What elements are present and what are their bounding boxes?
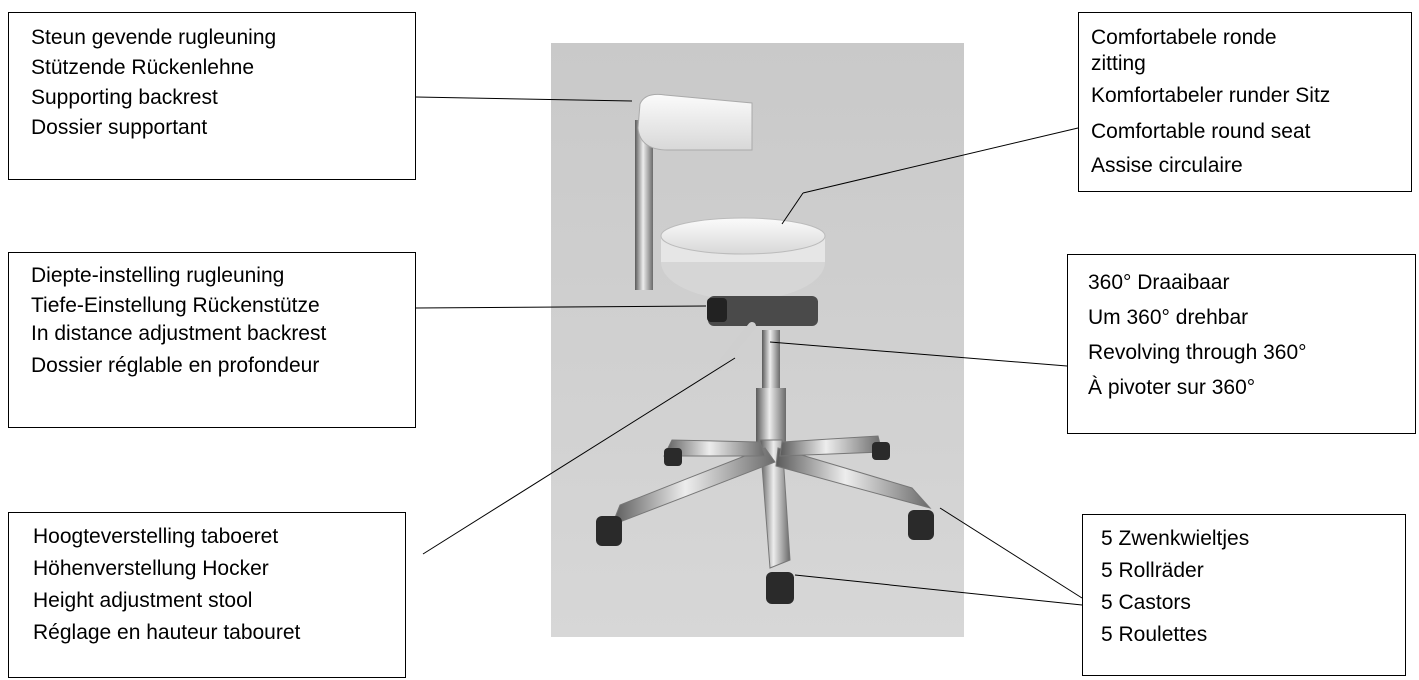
leader-castor-front [794,574,1083,606]
leader-depth [415,305,707,309]
callout-text-nl: 360° Draaibaar [1088,271,1230,294]
callout-text-de: 5 Rollräder [1101,559,1204,582]
callout-height-adjustment: Hoogteverstelling taboeret Höhenverstell… [8,512,406,678]
callout-castors: 5 Zwenkwieltjes 5 Rollräder 5 Castors 5 … [1082,514,1406,676]
callout-text-nl: Hoogteverstelling taboeret [33,525,279,548]
callout-seat: Comfortabele ronde zitting Komfortabeler… [1078,12,1412,192]
backrest-pad [637,93,753,151]
depth-knob [707,298,727,322]
leader-backrest [415,96,633,102]
callout-text-fr: Réglage en hauteur tabouret [33,621,301,644]
callout-text-fr: À pivoter sur 360° [1088,376,1256,399]
callout-text-de: Komfortabeler runder Sitz [1091,84,1331,107]
leader-castor-right [939,507,1083,599]
callout-text-nl: Diepte-instelling rugleuning [31,264,285,287]
height-lever [714,322,756,372]
callout-text-en: Comfortable round seat [1091,120,1311,143]
callout-text-en: Revolving through 360° [1088,341,1307,364]
callout-text-en: 5 Castors [1101,591,1191,614]
leader-height [422,357,736,555]
callout-text-de: Stützende Rückenlehne [31,56,254,79]
callout-text-en: In distance adjustment backrest [31,322,327,345]
callout-text-nl: Steun gevende rugleuning [31,26,277,49]
callout-text-de: Höhenverstellung Hocker [33,557,269,580]
callout-text-fr: Assise circulaire [1091,154,1243,177]
callout-text-de: Um 360° drehbar [1088,306,1249,329]
seat-mechanism [708,296,818,326]
callout-text-de: Tiefe-Einstellung Rückenstütze [31,294,320,317]
backrest-upright [635,120,653,290]
callout-depth-adjustment: Diepte-instelling rugleuning Tiefe-Einst… [8,252,416,428]
leader-lines [415,96,1083,606]
callout-swivel: 360° Draaibaar Um 360° drehbar Revolving… [1067,254,1416,434]
leader-swivel [769,341,1068,367]
photo-background [551,43,964,637]
seat-cushion-top [660,217,826,255]
callout-text-fr: Dossier réglable en profondeur [31,354,320,377]
leader-seat [802,127,1079,194]
callout-text-nl: 5 Zwenkwieltjes [1101,527,1250,550]
gas-cylinder [756,388,786,443]
callout-text-en: Height adjustment stool [33,589,253,612]
callout-text-nl: Comfortabele ronde zitting [1091,26,1277,75]
leader-seat-stub [781,192,804,225]
gas-column [762,330,780,390]
callout-text-en: Supporting backrest [31,86,218,109]
callout-text-fr: Dossier supportant [31,116,208,139]
callout-backrest: Steun gevende rugleuning Stützende Rücke… [8,12,416,180]
five-star-base [611,435,932,569]
castors [596,442,934,604]
callout-text-fr: 5 Roulettes [1101,623,1208,646]
